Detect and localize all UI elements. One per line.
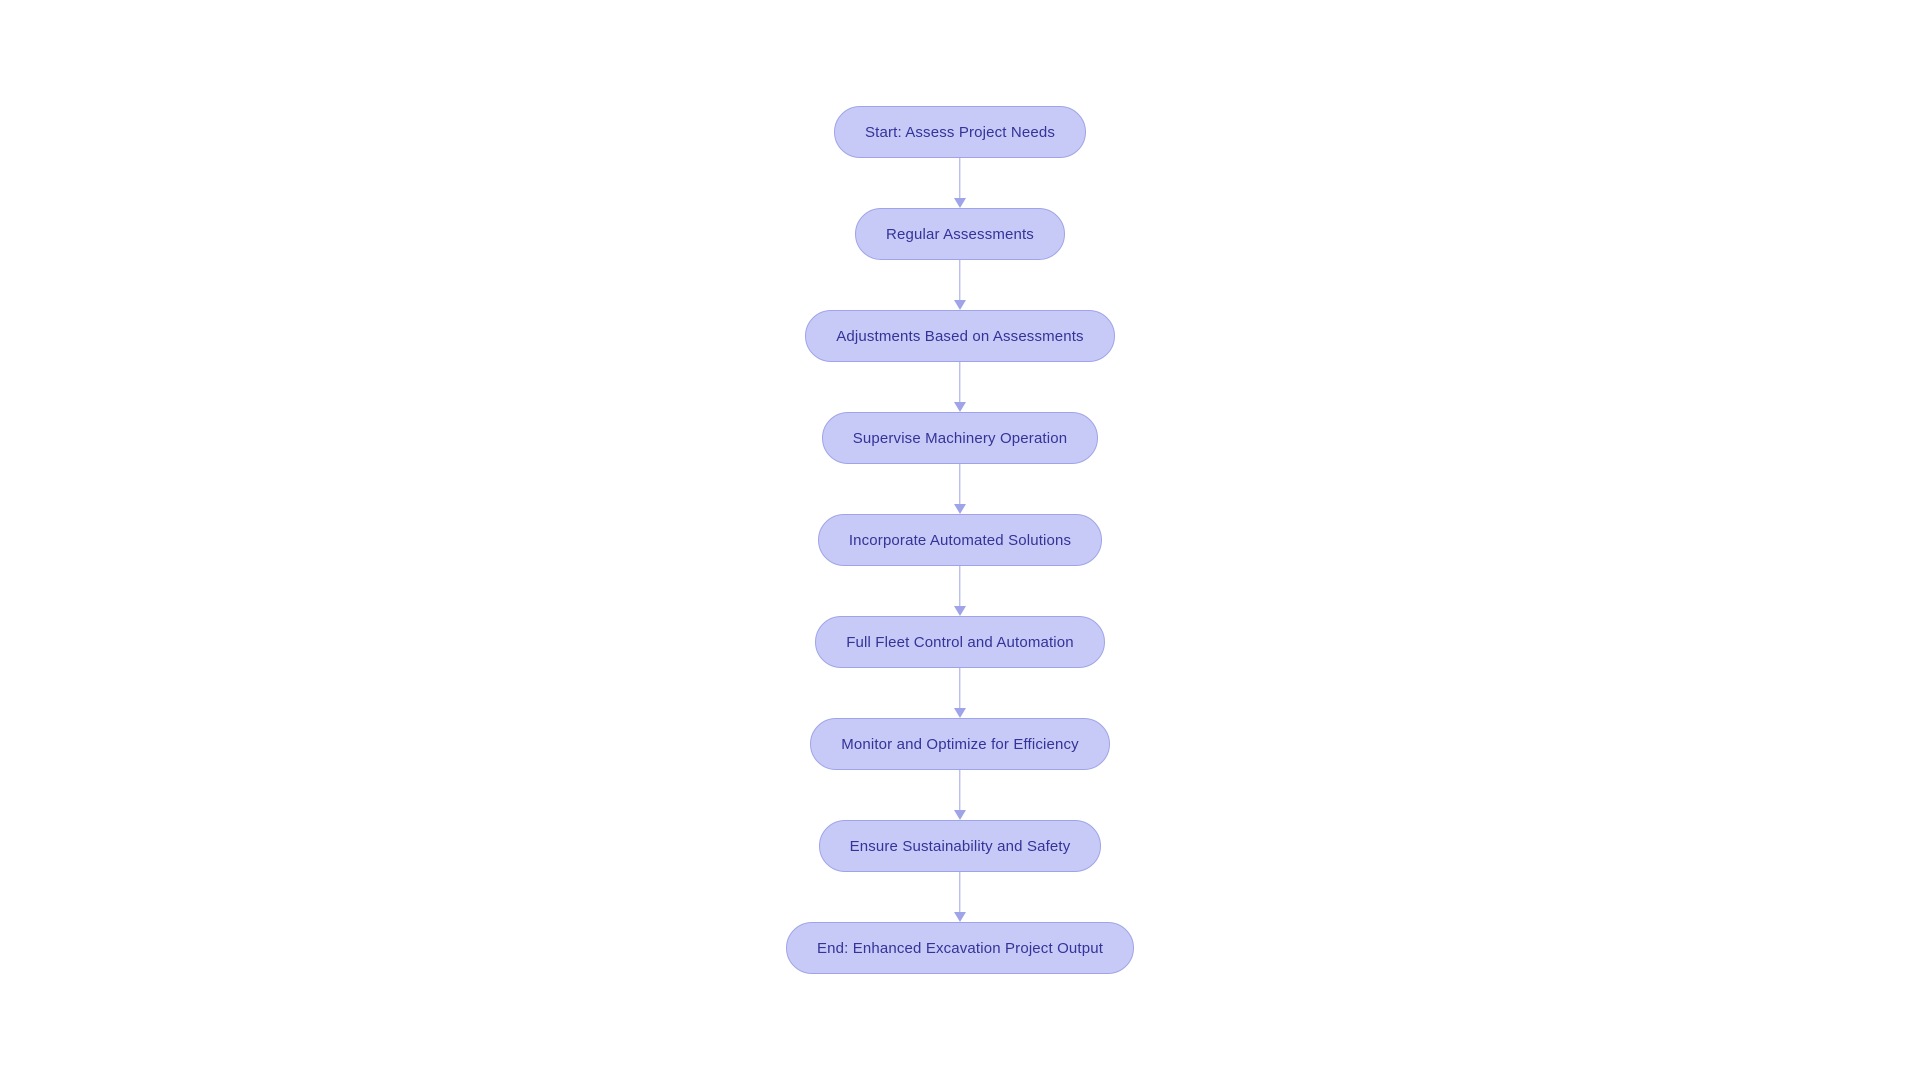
flow-node-n3[interactable]: Adjustments Based on Assessments [805,310,1115,362]
flow-connector-n7-to-n8 [954,770,966,820]
flow-connector-n6-to-n7 [954,668,966,718]
flow-node-label: End: Enhanced Excavation Project Output [816,939,1104,957]
flow-node-n2[interactable]: Regular Assessments [855,208,1065,260]
flow-node-label: Adjustments Based on Assessments [836,327,1084,345]
arrow-down-icon [954,810,966,820]
arrow-down-icon [954,198,966,208]
flow-node-label: Regular Assessments [886,225,1034,243]
arrow-down-icon [954,912,966,922]
arrow-down-icon [954,606,966,616]
connector-line [959,770,961,811]
connector-line [959,668,961,709]
flow-node-n8[interactable]: Ensure Sustainability and Safety [818,820,1102,872]
connector-line [959,362,961,403]
flow-node-n6[interactable]: Full Fleet Control and Automation [815,616,1105,668]
connector-line [959,158,961,199]
flow-node-n5[interactable]: Incorporate Automated Solutions [817,514,1103,566]
arrow-down-icon [954,300,966,310]
flow-node-n4[interactable]: Supervise Machinery Operation [821,412,1099,464]
flow-node-label: Supervise Machinery Operation [852,429,1068,447]
flow-connector-n8-to-n9 [954,872,966,922]
flow-node-n7[interactable]: Monitor and Optimize for Efficiency [810,718,1110,770]
flow-connector-n4-to-n5 [954,464,966,514]
flow-node-label: Ensure Sustainability and Safety [849,837,1071,855]
flow-node-n1[interactable]: Start: Assess Project Needs [834,106,1086,158]
flow-connector-n1-to-n2 [954,158,966,208]
arrow-down-icon [954,402,966,412]
flow-node-label: Full Fleet Control and Automation [846,633,1074,651]
flow-node-label: Start: Assess Project Needs [865,123,1055,141]
flow-connector-n5-to-n6 [954,566,966,616]
arrow-down-icon [954,504,966,514]
flow-node-label: Incorporate Automated Solutions [848,531,1072,549]
connector-line [959,566,961,607]
flow-connector-n3-to-n4 [954,362,966,412]
connector-line [959,872,961,913]
flow-node-n9[interactable]: End: Enhanced Excavation Project Output [785,922,1135,974]
arrow-down-icon [954,708,966,718]
connector-line [959,464,961,505]
flow-connector-n2-to-n3 [954,260,966,310]
connector-line [959,260,961,301]
flow-node-label: Monitor and Optimize for Efficiency [841,735,1079,753]
